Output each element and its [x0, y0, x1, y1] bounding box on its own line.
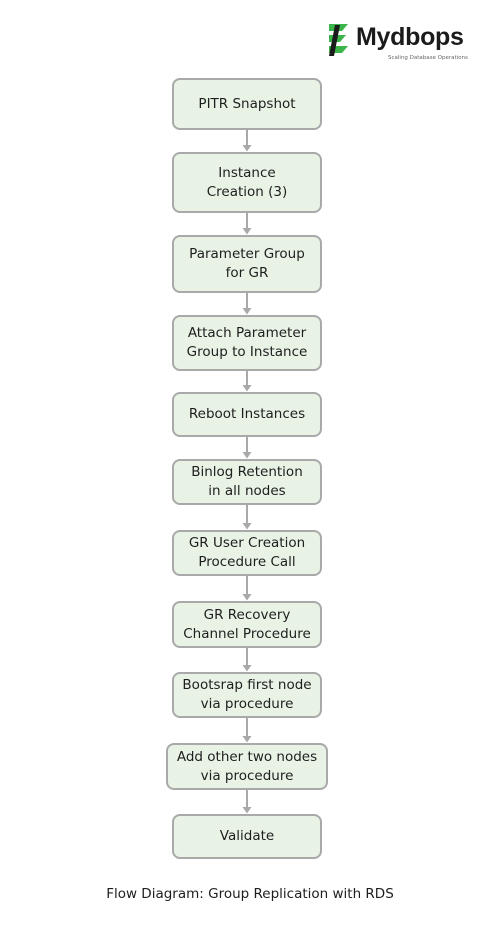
arrowhead-icon	[242, 308, 252, 315]
flow-step: Add other two nodes via procedure	[166, 743, 328, 790]
arrowhead-icon	[242, 665, 252, 672]
arrowhead-icon	[242, 807, 252, 814]
arrowhead-icon	[242, 145, 252, 152]
flow-step: Instance Creation (3)	[172, 152, 322, 213]
logo-tagline: Scaling Database Operations	[388, 55, 468, 61]
flow-step: Attach Parameter Group to Instance	[172, 315, 322, 371]
logo-brand-name: Mydbops	[356, 23, 464, 51]
flow-step: Parameter Group for GR	[172, 235, 322, 293]
flow-step: Bootsrap first node via procedure	[172, 672, 322, 718]
flow-step: Reboot Instances	[172, 392, 322, 437]
arrowhead-icon	[242, 594, 252, 601]
flow-step: Binlog Retention in all nodes	[172, 459, 322, 505]
arrowhead-icon	[242, 385, 252, 392]
mydbops-logo-icon	[329, 24, 348, 56]
diagram-caption: Flow Diagram: Group Replication with RDS	[106, 886, 394, 902]
arrowhead-icon	[242, 452, 252, 459]
mydbops-logo: Mydbops Scaling Database Operations	[326, 20, 476, 64]
arrowhead-icon	[242, 523, 252, 530]
arrowhead-icon	[242, 228, 252, 235]
flow-step: GR Recovery Channel Procedure	[172, 601, 322, 648]
arrowhead-icon	[242, 736, 252, 743]
flow-step: Validate	[172, 814, 322, 859]
flow-step: PITR Snapshot	[172, 78, 322, 130]
flow-step: GR User Creation Procedure Call	[172, 530, 322, 576]
